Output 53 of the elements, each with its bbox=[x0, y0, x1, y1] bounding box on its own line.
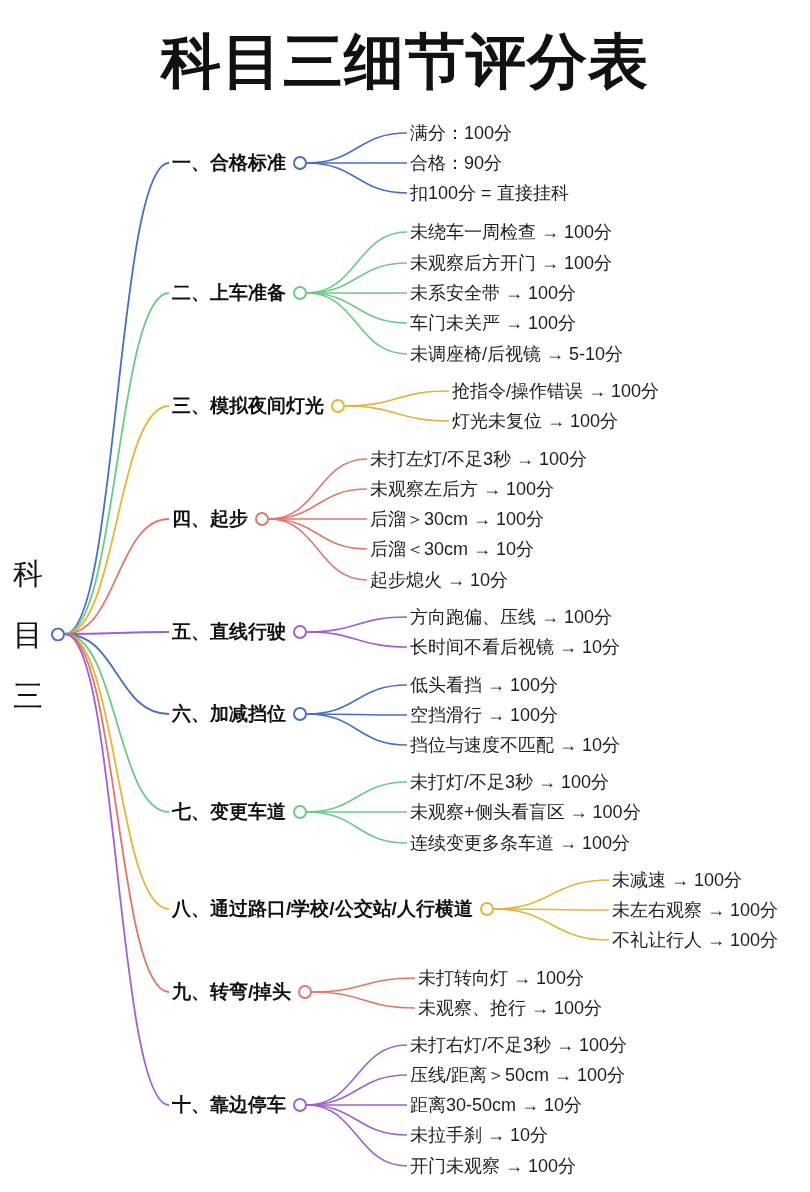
branch-line bbox=[306, 713, 408, 746]
item-text: 未绕车一周检查 → 100分 bbox=[410, 220, 613, 244]
item-text: 未打右灯/不足3秒 → 100分 bbox=[410, 1033, 628, 1057]
item-text: 未系安全带 → 100分 bbox=[410, 281, 577, 305]
item-text: 不礼让行人 → 100分 bbox=[612, 928, 779, 952]
item-text: 未观察、抢行 → 100分 bbox=[418, 996, 603, 1020]
item-text: 未打灯/不足3秒 → 100分 bbox=[410, 770, 610, 794]
item-text: 后溜＞30cm → 100分 bbox=[370, 507, 545, 531]
item-text: 挡位与速度不匹配 → 10分 bbox=[410, 733, 621, 757]
item-text: 未观察后方开门 → 100分 bbox=[410, 251, 613, 275]
branch-line bbox=[344, 405, 450, 422]
item-text: 未观察+侧头看盲区 → 100分 bbox=[410, 800, 641, 824]
item-text: 开门未观察 → 100分 bbox=[410, 1154, 577, 1178]
item-text: 扣100分 = 直接挂科 bbox=[410, 181, 569, 205]
category-label: 二、上车准备 bbox=[172, 281, 286, 305]
item-text: 满分：100分 bbox=[410, 121, 513, 145]
item-text: 车门未关严 → 100分 bbox=[410, 311, 577, 335]
branch-line bbox=[306, 631, 408, 648]
item-text: 连续变更多条车道 → 100分 bbox=[410, 831, 631, 855]
item-text: 抢指令/操作错误 → 100分 bbox=[452, 379, 660, 403]
category-label: 一、合格标准 bbox=[172, 151, 286, 175]
item-text: 未减速 → 100分 bbox=[612, 868, 743, 892]
item-text: 起步熄火 → 10分 bbox=[370, 568, 509, 592]
item-text: 压线/距离＞50cm → 100分 bbox=[410, 1063, 626, 1087]
category-label: 四、起步 bbox=[172, 507, 248, 531]
item-text: 方向跑偏、压线 → 100分 bbox=[410, 605, 613, 629]
category-label: 九、转弯/掉头 bbox=[172, 980, 292, 1004]
item-text: 合格：90分 bbox=[410, 151, 503, 175]
item-text: 未调座椅/后视镜 → 5-10分 bbox=[410, 342, 624, 366]
branch-line bbox=[493, 908, 610, 941]
item-text: 后溜＜30cm → 10分 bbox=[370, 537, 535, 561]
root-label: 科目三 bbox=[13, 555, 43, 714]
item-text: 距离30-50cm → 10分 bbox=[410, 1093, 583, 1117]
title: 科目三细节评分表 bbox=[161, 28, 649, 95]
category-label: 六、加减挡位 bbox=[172, 702, 286, 726]
branch-line bbox=[64, 633, 170, 1106]
category-label: 五、直线行驶 bbox=[172, 620, 286, 644]
item-text: 未打转向灯 → 100分 bbox=[418, 966, 585, 990]
item-text: 长时间不看后视镜 → 10分 bbox=[410, 635, 621, 659]
item-text: 空挡滑行 → 100分 bbox=[410, 703, 559, 727]
item-text: 低头看挡 → 100分 bbox=[410, 673, 559, 697]
category-label: 三、模拟夜间灯光 bbox=[172, 394, 324, 418]
item-text: 未观察左后方 → 100分 bbox=[370, 477, 555, 501]
item-text: 未打左灯/不足3秒 → 100分 bbox=[370, 447, 588, 471]
category-label: 七、变更车道 bbox=[172, 800, 286, 824]
item-text: 未拉手刹 → 10分 bbox=[410, 1123, 549, 1147]
category-label: 八、通过路口/学校/公交站/人行横道 bbox=[172, 897, 473, 921]
item-text: 灯光未复位 → 100分 bbox=[452, 409, 619, 433]
branch-line bbox=[306, 162, 408, 194]
item-text: 未左右观察 → 100分 bbox=[612, 898, 779, 922]
branch-line bbox=[311, 991, 416, 1009]
category-label: 十、靠边停车 bbox=[172, 1093, 286, 1117]
branch-line bbox=[306, 811, 408, 844]
